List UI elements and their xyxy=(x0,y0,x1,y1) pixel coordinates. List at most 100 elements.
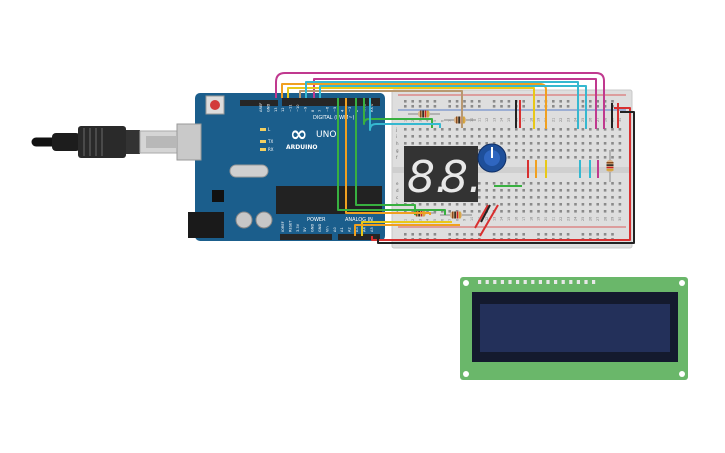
column-number: 3 xyxy=(418,120,422,122)
column-number: 10 xyxy=(470,217,474,221)
wire-cyan-2[interactable] xyxy=(319,85,587,129)
row-letter: j xyxy=(395,127,397,132)
column-number: 17 xyxy=(522,118,526,122)
resistor[interactable] xyxy=(408,110,440,118)
led-label-l: L xyxy=(268,127,271,132)
wire-black-pot[interactable] xyxy=(480,204,491,223)
column-number: 7 xyxy=(448,120,452,122)
lcd-screen xyxy=(480,304,670,352)
header-digital-right xyxy=(282,98,380,106)
column-number: 28 xyxy=(603,118,607,122)
column-number: 28 xyxy=(603,217,607,221)
row-letter: d xyxy=(396,188,399,193)
column-number: 23 xyxy=(566,118,570,122)
column-number: 4 xyxy=(426,120,430,122)
wire-tan[interactable] xyxy=(299,90,463,128)
row-letter: a xyxy=(396,209,399,214)
wire-orange-bottom[interactable] xyxy=(354,224,460,236)
lcd-module[interactable] xyxy=(460,277,688,380)
column-number: 30 xyxy=(618,118,622,122)
column-number: 2 xyxy=(411,219,415,221)
resistor[interactable] xyxy=(606,150,614,182)
column-number: 15 xyxy=(507,118,511,122)
digital-pin-label: 7 xyxy=(318,110,322,112)
column-number: 29 xyxy=(611,217,615,221)
column-number: 4 xyxy=(426,219,430,221)
power-pin-label: A2 xyxy=(348,227,352,232)
column-number: 6 xyxy=(441,120,445,122)
lcd-pins xyxy=(478,280,596,284)
column-number: 18 xyxy=(529,217,533,221)
header-analog xyxy=(338,234,380,240)
column-number: 3 xyxy=(418,219,422,221)
column-number: 13 xyxy=(492,217,496,221)
power-pin-label: A5 xyxy=(370,227,374,232)
column-number: 30 xyxy=(618,217,622,221)
arduino-label: ARDUINO xyxy=(286,144,317,151)
capacitor xyxy=(235,211,253,229)
digital-pin-label: 12 xyxy=(281,107,285,112)
uno-label: UNO xyxy=(316,130,336,140)
digit-1: 8. xyxy=(407,152,449,203)
column-number: 9 xyxy=(463,219,467,221)
wire-black-bottom[interactable] xyxy=(377,111,635,244)
power-pin-label: GND xyxy=(318,224,322,232)
column-number: 22 xyxy=(559,217,563,221)
column-number: 1 xyxy=(404,120,408,122)
digital-pin-label: 13 xyxy=(274,107,278,112)
header-power xyxy=(280,234,332,240)
column-number: 19 xyxy=(537,118,541,122)
led-label-rx: RX xyxy=(268,147,274,152)
column-number: 23 xyxy=(566,217,570,221)
usb-cable[interactable] xyxy=(31,126,181,158)
wire-yellow-top[interactable] xyxy=(287,87,535,129)
wire-red-pot[interactable] xyxy=(474,204,489,229)
seven-segment-display[interactable]: 8. 8. xyxy=(404,146,482,203)
power-label: POWER xyxy=(307,217,326,223)
arduino-logo: ∞ xyxy=(290,122,308,146)
power-pin-label: Vin xyxy=(325,226,329,232)
digital-pin-label: ~11 xyxy=(289,104,293,112)
column-number: 14 xyxy=(500,217,504,221)
wire-cyan-3[interactable] xyxy=(369,98,441,131)
digital-pin-label: 8 xyxy=(311,109,315,112)
power-pin-label: A4 xyxy=(362,227,366,232)
column-number: 24 xyxy=(574,118,578,122)
arduino-uno-board[interactable]: ∞ UNO ARDUINO DIGITAL (PWM~) POWER ANALO… xyxy=(176,93,385,241)
power-pin-label: A3 xyxy=(355,227,359,232)
column-number: 12 xyxy=(485,217,489,221)
analog-label: ANALOG IN xyxy=(345,217,373,223)
wire-yellow-bottom[interactable] xyxy=(361,221,452,236)
reset-button[interactable] xyxy=(210,100,220,110)
column-number: 25 xyxy=(581,118,585,122)
column-number: 18 xyxy=(529,118,533,122)
column-number: 5 xyxy=(433,120,437,122)
digital-pin-label: ~5 xyxy=(333,107,337,112)
digit-2: 8. xyxy=(440,152,482,203)
digital-label: DIGITAL (PWM~) xyxy=(313,115,355,121)
power-pin-label: A0 xyxy=(333,227,337,232)
regulator xyxy=(212,190,224,202)
row-letter: g xyxy=(396,148,399,153)
wire-cyan-1[interactable] xyxy=(305,81,579,129)
wire-orange-2[interactable] xyxy=(345,98,431,215)
capacitor xyxy=(255,211,273,229)
column-number: 22 xyxy=(559,118,563,122)
wire-magenta[interactable] xyxy=(275,72,605,129)
wire-red-bottom[interactable] xyxy=(371,107,631,241)
wire-green-2[interactable] xyxy=(363,98,433,128)
column-number: 7 xyxy=(448,219,452,221)
led-label-tx: TX xyxy=(267,139,273,144)
column-number: 8 xyxy=(455,219,459,221)
row-letter: h xyxy=(396,141,399,146)
column-number: 21 xyxy=(552,217,556,221)
potentiometer[interactable] xyxy=(477,143,507,173)
wire-red-2[interactable] xyxy=(479,204,499,237)
digital-pin-label: ~6 xyxy=(326,106,330,112)
digital-pin-label: GND xyxy=(266,104,270,112)
column-number: 5 xyxy=(433,219,437,221)
column-number: 12 xyxy=(485,118,489,122)
wire-green-3[interactable] xyxy=(337,98,446,215)
column-number: 27 xyxy=(596,217,600,221)
